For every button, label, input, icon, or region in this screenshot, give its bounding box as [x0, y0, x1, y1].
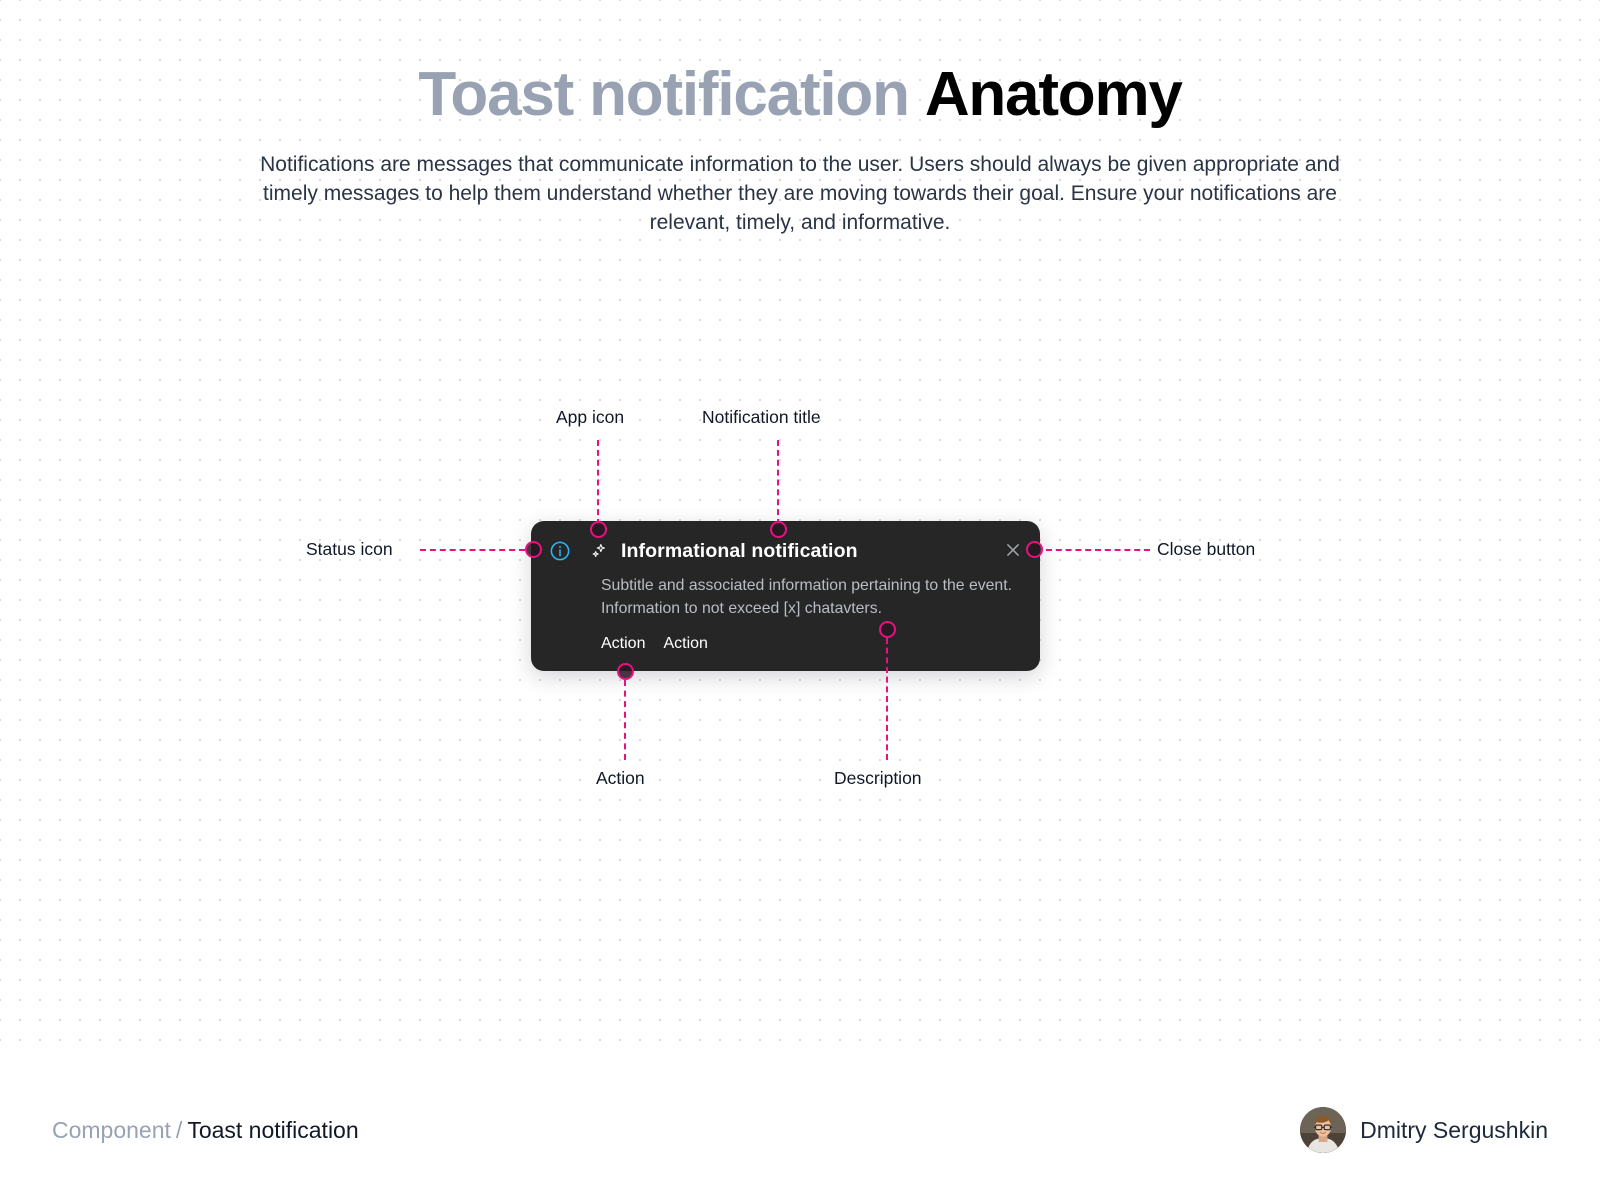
author-name: Dmitry Sergushkin: [1360, 1117, 1548, 1143]
toast-title: Informational notification: [621, 540, 858, 562]
close-x-icon[interactable]: [1002, 539, 1024, 561]
breadcrumb: Component/Toast notification: [52, 1115, 359, 1145]
toast-notification: Informational notification Subtitle and …: [531, 521, 1040, 671]
toast-header: Informational notification: [549, 537, 1022, 565]
sparkle-icon: [589, 541, 609, 561]
page-footer: Component/Toast notification: [0, 1058, 1600, 1200]
toast-description: Subtitle and associated information pert…: [601, 577, 1012, 617]
breadcrumb-separator: /: [175, 1117, 183, 1143]
breadcrumb-leaf: Toast notification: [187, 1117, 359, 1143]
toast-action-primary[interactable]: Action: [601, 635, 646, 652]
author-block: Dmitry Sergushkin: [1300, 1107, 1548, 1153]
info-circle-icon: [549, 540, 571, 562]
user-avatar-photo: [1300, 1107, 1347, 1153]
toast-action-secondary[interactable]: Action: [663, 635, 708, 652]
breadcrumb-root[interactable]: Component: [52, 1117, 171, 1143]
toast-actions: Action Action: [601, 634, 1022, 654]
